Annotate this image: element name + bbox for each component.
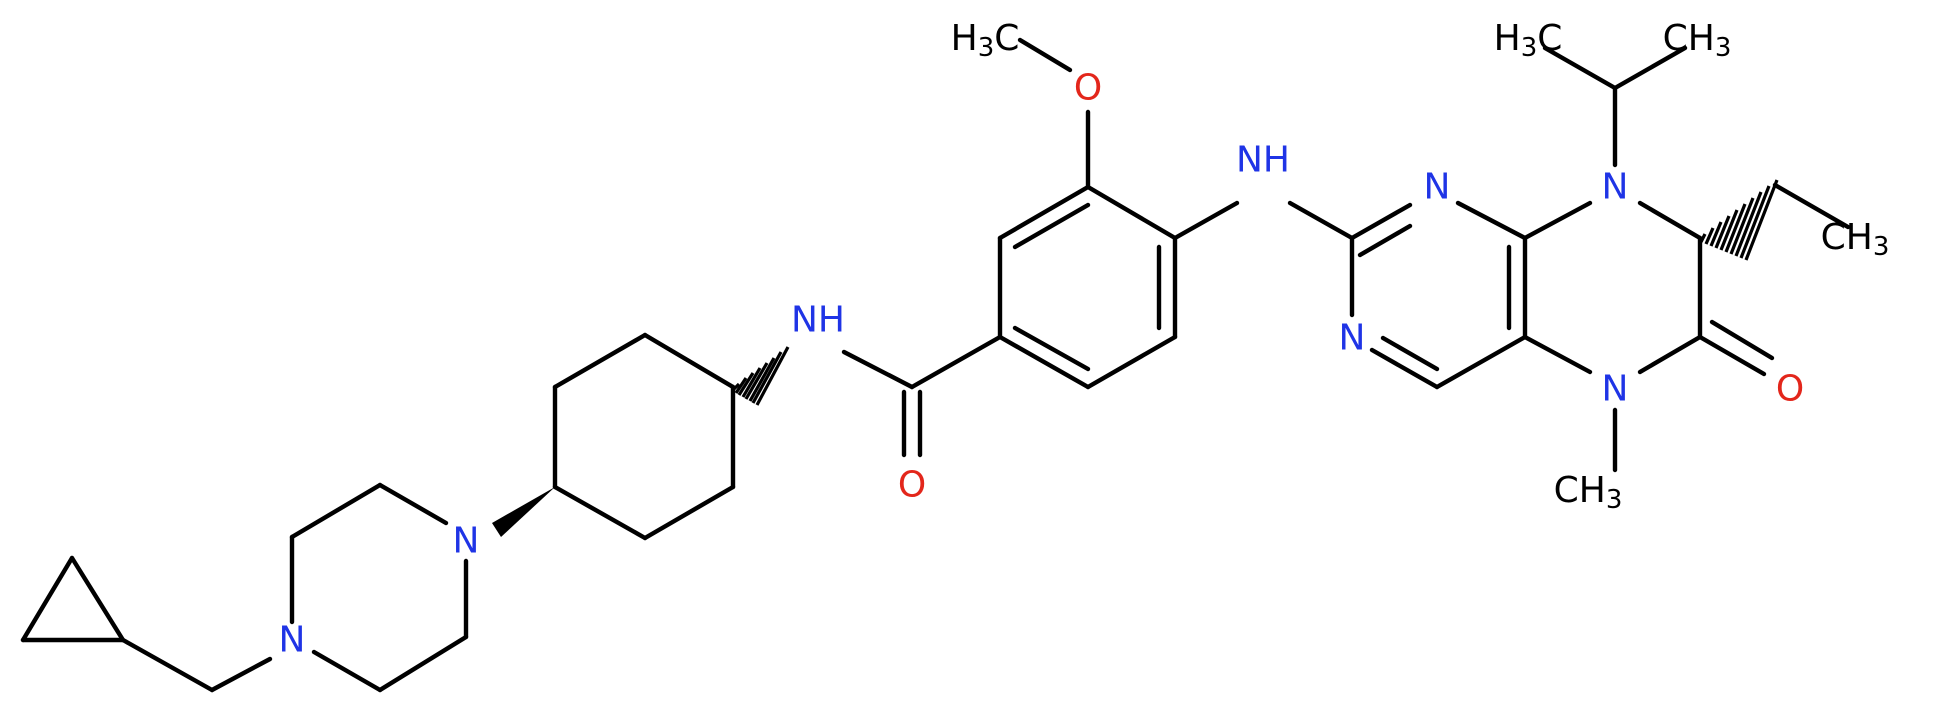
n-methyl-label: CH3 (1554, 470, 1623, 516)
cyclohexane-ring (552, 332, 736, 541)
pyrimidine-ring (1349, 200, 1528, 390)
n8-label: N (1602, 167, 1629, 208)
pyrimidine-n3-label: N (1424, 167, 1451, 208)
bonds (20, 37, 1851, 693)
pyrazinone-ring (1522, 200, 1775, 377)
piperazine-n-bottom-label: N (279, 620, 306, 661)
methoxy-oxygen-label: O (1074, 68, 1102, 109)
isopropyl-methyl-right-label: CH3 (1663, 18, 1732, 64)
amide-bonds (841, 334, 1003, 458)
ethyl-methyl-label: CH3 (1821, 217, 1890, 263)
lactam-oxygen-label: O (1776, 369, 1804, 410)
n5-label: N (1602, 369, 1629, 410)
methoxy-methyl-label: H3C (951, 18, 1020, 64)
piperazine-n-top-label: N (453, 521, 480, 562)
amide-nh-label: NH (791, 300, 845, 341)
amide-oxygen-label: O (898, 465, 926, 506)
benzene-ring (997, 184, 1178, 390)
pyrimidine-n1-label: N (1339, 318, 1366, 359)
aniline-bonds (1172, 200, 1355, 241)
isopropyl-bonds (1542, 45, 1688, 168)
wedge-bond-piperazine (492, 487, 555, 537)
methoxy-bonds (1017, 37, 1091, 190)
atom-labels: H3C O NH NH O N N N N O H3C CH3 CH3 CH3 … (279, 18, 1890, 661)
isopropyl-methyl-left-label: H3C (1494, 18, 1563, 64)
aniline-nh-label: NH (1236, 140, 1290, 181)
cyclopropane-ring (20, 555, 273, 693)
hashed-bond-ethyl (1699, 179, 1779, 261)
piperazine-ring (289, 482, 469, 693)
hashed-bond-amide (731, 346, 790, 406)
ethyl-bond (1772, 182, 1851, 230)
